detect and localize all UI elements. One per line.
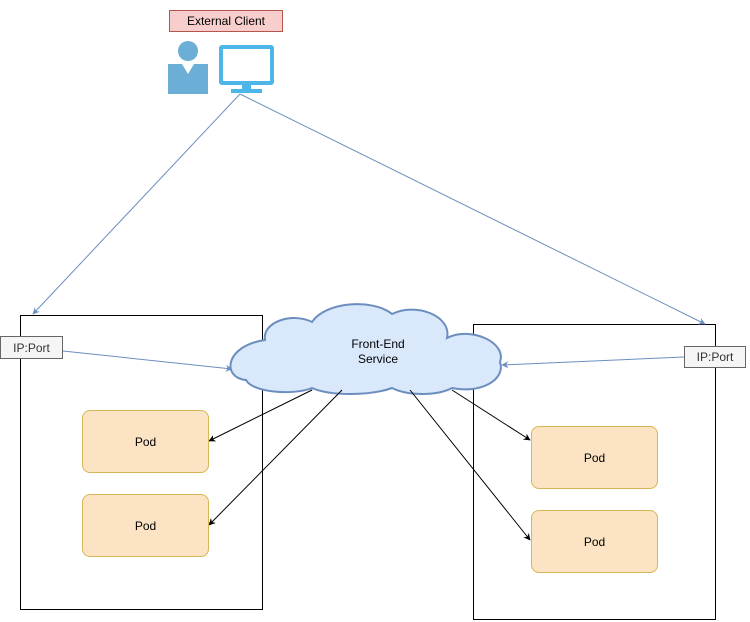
right-pod-2: Pod: [531, 510, 658, 573]
link-right-ipport-to-service: [501, 356, 685, 369]
left-ip-port: IP:Port: [0, 336, 63, 359]
right-pod-1: Pod: [531, 426, 658, 489]
link-service-to-left-pod-2: [208, 389, 343, 526]
link-left-ipport-to-service: [62, 350, 233, 372]
service-label-line2: Service: [357, 352, 398, 366]
service-label-line1: Front-End: [351, 337, 405, 351]
left-pod-1: Pod: [82, 410, 209, 473]
external-client-label: External Client: [169, 10, 283, 32]
monitor-icon: [219, 45, 274, 93]
link-service-to-right-pod-2: [409, 389, 531, 541]
link-client-to-right-ipport: [239, 93, 706, 325]
right-ip-port: IP:Port: [684, 346, 746, 368]
link-service-to-right-pod-1: [451, 389, 531, 441]
front-end-service-cloud: [229, 303, 502, 395]
left-node-box: [20, 315, 263, 610]
user-icon: [168, 41, 208, 94]
right-node-box: [473, 324, 716, 620]
link-client-to-left-ipport: [32, 93, 241, 315]
service-label: Front-End Service: [318, 337, 438, 367]
left-pod-2: Pod: [82, 494, 209, 557]
link-service-to-left-pod-1: [208, 389, 313, 442]
